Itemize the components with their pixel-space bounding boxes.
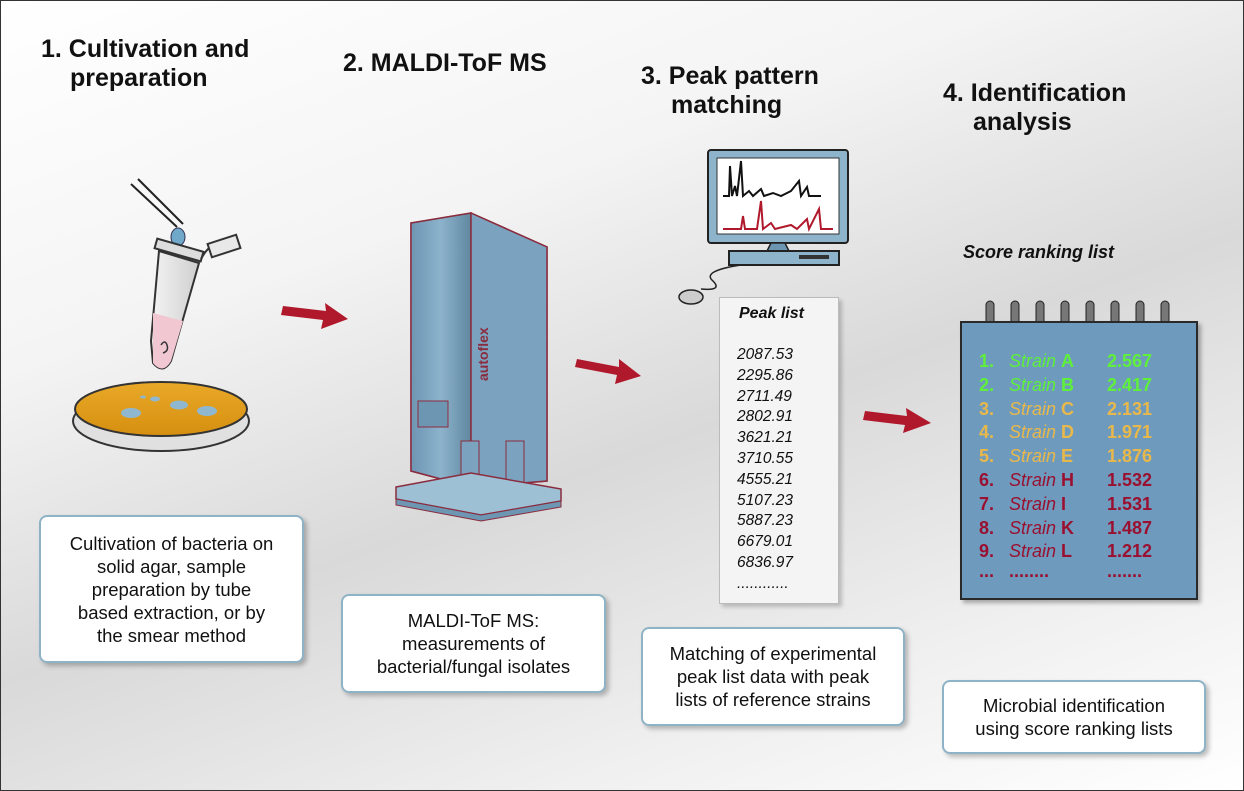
strain-name: Strain D — [1009, 422, 1074, 443]
score-value: 2.567 — [1107, 351, 1153, 371]
arrow-2 — [575, 359, 641, 384]
strain-name: Strain H — [1009, 470, 1074, 491]
ellipsis-num: ... — [979, 561, 995, 582]
rank-number: 5. — [979, 446, 995, 467]
strain-letter: E — [1061, 446, 1074, 467]
strain-letter: B — [1061, 374, 1075, 395]
list-item: 2295.86 — [737, 366, 794, 384]
strain-name: Strain B — [1009, 375, 1074, 396]
ellipsis-strain: ........ — [1009, 561, 1050, 582]
petri-dish-icon — [72, 381, 250, 452]
score-board — [960, 321, 1198, 600]
rank-number: 4. — [979, 422, 995, 443]
tube-icon — [149, 233, 242, 370]
list-item: 3710.55 — [737, 449, 794, 467]
step-2-description: MALDI-ToF MS: measurements of bacterial/… — [341, 594, 606, 693]
score-value: 1.212 — [1107, 541, 1153, 562]
strain-letter: I — [1061, 493, 1067, 514]
instrument-label: autoflex — [475, 327, 491, 381]
list-item: 2087.53 — [737, 346, 794, 363]
strain-word: Strain — [1009, 470, 1057, 490]
peak-list-heading: Peak list — [739, 305, 804, 322]
score-value: 2.417 — [1107, 374, 1153, 395]
step-1-description: Cultivation of bacteria on solid agar, s… — [39, 515, 304, 663]
step-2-title: 2. MALDI-ToF MS — [343, 49, 547, 77]
strain-word: Strain — [1009, 374, 1057, 395]
strain-name: Strain K — [1009, 518, 1074, 539]
list-item: 3621.21 — [737, 429, 794, 447]
list-item: 6679.01 — [737, 533, 794, 551]
computer-icon — [678, 149, 849, 305]
strain-name: Strain C — [1009, 399, 1074, 420]
strain-letter: K — [1061, 517, 1075, 538]
strain-word: Strain — [1009, 517, 1057, 538]
strain-word: Strain — [1009, 398, 1057, 419]
list-item: 6836.97 — [737, 553, 794, 571]
strain-word: Strain — [1009, 351, 1057, 371]
list-item: 2802.91 — [737, 408, 794, 426]
strain-letter: L — [1061, 541, 1073, 562]
strain-letter: A — [1061, 351, 1075, 371]
strain-word: Strain — [1009, 541, 1057, 562]
strain-name: Strain E — [1009, 446, 1073, 467]
rank-number: 3. — [979, 398, 995, 419]
strain-name: Strain A — [1009, 351, 1074, 372]
pipette-icon — [130, 178, 186, 247]
rank-number: 9. — [979, 541, 995, 562]
list-item: 5107.23 — [737, 491, 794, 509]
strain-letter: H — [1061, 470, 1075, 490]
strain-word: Strain — [1009, 493, 1057, 514]
arrow-3 — [863, 408, 931, 433]
rank-number: 2. — [979, 374, 995, 395]
strain-letter: C — [1061, 398, 1075, 419]
score-value: 1.876 — [1107, 446, 1153, 467]
strain-letter: D — [1061, 422, 1075, 443]
maldi-instrument-icon: autoflex — [395, 211, 562, 522]
score-list-title: Score ranking list — [963, 242, 1115, 262]
step-4-title: 4. Identification analysis — [943, 79, 1127, 136]
strain-name: Strain I — [1009, 494, 1066, 515]
rank-number: 7. — [979, 493, 995, 514]
arrow-1 — [281, 303, 348, 329]
score-value: 1.532 — [1107, 470, 1153, 490]
step-1-title: 1. Cultivation and preparation — [41, 35, 250, 92]
list-item: 4555.21 — [737, 470, 794, 488]
list-item: ............ — [737, 574, 789, 592]
list-item: 5887.23 — [737, 512, 794, 530]
score-value: 1.971 — [1107, 422, 1153, 443]
strain-word: Strain — [1009, 422, 1057, 443]
step-4-description: Microbial identification using score ran… — [942, 680, 1206, 754]
list-item: 2711.49 — [737, 387, 792, 405]
rank-number: 1. — [979, 351, 995, 371]
rank-number: 8. — [979, 517, 995, 538]
step-3-description: Matching of experimental peak list data … — [641, 627, 905, 726]
peak-list-paper — [719, 297, 839, 604]
strain-word: Strain — [1009, 446, 1057, 467]
score-value: 2.131 — [1107, 398, 1153, 419]
score-value: 1.487 — [1107, 517, 1153, 538]
rank-number: 6. — [979, 470, 995, 490]
peak-list-values: 2087.53 2295.86 2711.49 2802.91 3621.21 … — [737, 345, 793, 595]
score-value: 1.531 — [1107, 493, 1153, 514]
ellipsis-score: ....... — [1107, 561, 1143, 582]
step-3-title: 3. Peak pattern matching — [641, 62, 819, 119]
strain-name: Strain L — [1009, 541, 1072, 562]
